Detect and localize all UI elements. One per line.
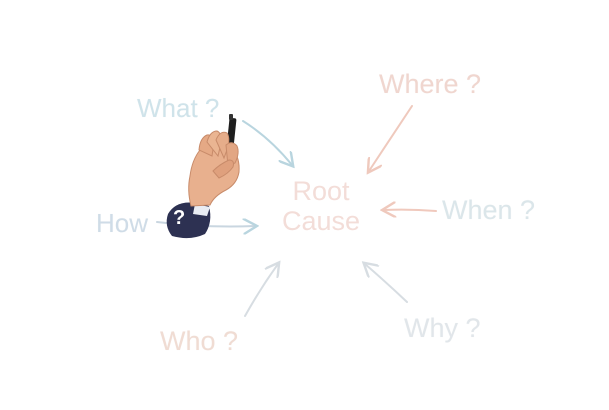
- label-why: Why ?: [404, 313, 481, 343]
- arrow-why: [365, 264, 408, 303]
- center-root-cause: Root Cause: [258, 176, 384, 236]
- label-who: Who ?: [160, 326, 239, 356]
- label-what: What ?: [137, 93, 220, 123]
- center-line-2: Cause: [281, 206, 361, 236]
- label-how: How: [96, 208, 149, 238]
- arrow-who: [244, 264, 278, 317]
- arrow-where: [369, 105, 413, 171]
- hand-skin: [188, 130, 240, 207]
- center-line-1: Root: [292, 176, 350, 206]
- label-where: Where ?: [379, 69, 482, 99]
- arrow-what: [242, 120, 292, 165]
- arrow-when: [384, 210, 437, 211]
- sleeve-icon: [166, 202, 211, 239]
- label-when: When ?: [442, 195, 536, 225]
- cuff-question-mark: ?: [173, 207, 186, 229]
